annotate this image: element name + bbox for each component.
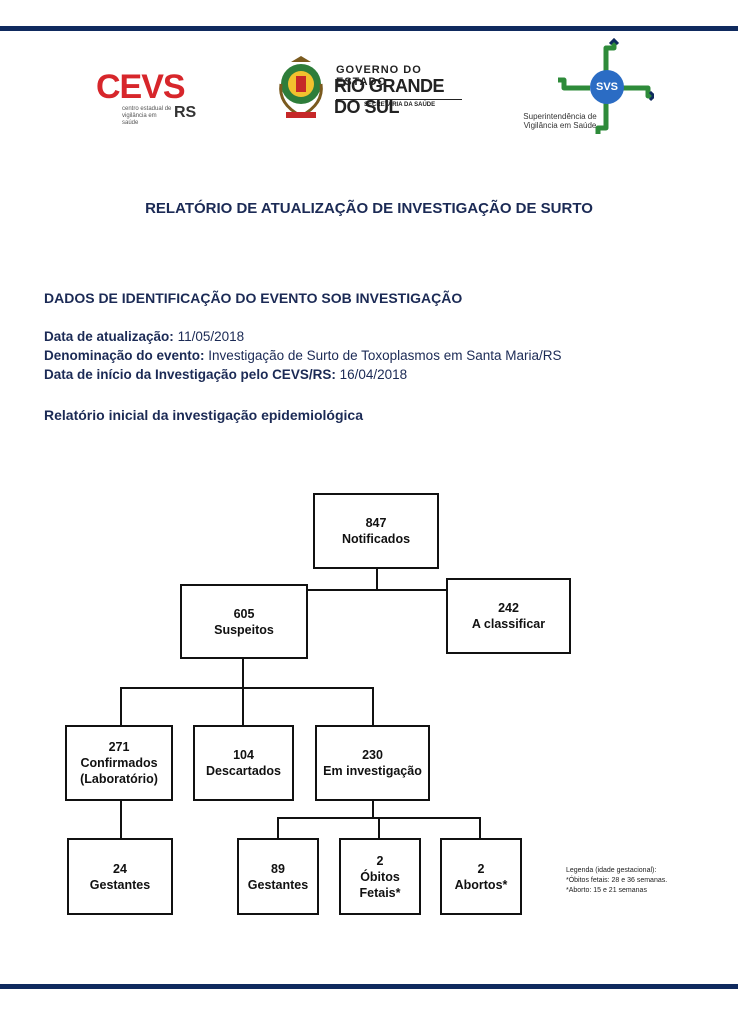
connector-line — [307, 589, 448, 591]
box-abortos: 2 Abortos* — [440, 838, 522, 915]
connector-line — [378, 817, 380, 838]
connector-line — [242, 658, 244, 688]
box-label: A classificar — [471, 617, 546, 631]
box-gestantes-investigacao: 89 Gestantes — [237, 838, 319, 915]
box-count: 104 — [233, 748, 254, 762]
svs-arrows-icon — [558, 38, 654, 134]
field-start-date: Data de início da Investigação pelo CEVS… — [44, 367, 407, 382]
box-descartados: 104 Descartados — [193, 725, 294, 801]
connector-line — [479, 817, 481, 838]
box-label: Em investigação — [323, 764, 422, 778]
svs-caption: Superintendência de Vigilância em Saúde — [523, 112, 597, 130]
box-label: Gestantes — [247, 877, 309, 892]
box-label-2: (Laboratório) — [80, 772, 158, 786]
field-label: Data de atualização: — [44, 329, 174, 344]
box-label-2: Fetais* — [359, 885, 401, 900]
gov-divider — [336, 99, 462, 100]
gov-line2: RIO GRANDE DO SUL — [334, 76, 445, 117]
box-notificados: 847 Notificados — [313, 493, 439, 569]
svs-badge: SVS — [590, 70, 624, 104]
box-count: 242 — [498, 601, 519, 615]
connector-line — [372, 687, 374, 725]
connector-line — [120, 687, 374, 689]
box-a-classificar: 242 A classificar — [446, 578, 571, 654]
connector-line — [242, 687, 244, 725]
report-subtitle: Relatório inicial da investigação epidem… — [44, 407, 363, 423]
connector-line — [277, 817, 279, 838]
legend-title: Legenda (idade gestacional): — [566, 867, 657, 874]
coat-of-arms-icon — [279, 56, 323, 118]
field-update-date: Data de atualização: 11/05/2018 — [44, 329, 244, 344]
box-count: 2 — [376, 853, 384, 868]
field-value: 11/05/2018 — [177, 329, 245, 344]
box-label: Óbitos — [360, 869, 400, 884]
box-label: Notificados — [341, 532, 411, 546]
bottom-rule — [0, 984, 738, 989]
section-heading: DADOS DE IDENTIFICAÇÃO DO EVENTO SOB INV… — [44, 290, 463, 306]
legend: Legenda (idade gestacional): *Óbitos fet… — [566, 866, 667, 896]
box-label: Confirmados — [80, 756, 158, 770]
report-title: RELATÓRIO DE ATUALIZAÇÃO DE INVESTIGAÇÃO… — [145, 200, 593, 217]
government-logo: GOVERNO DO ESTADO RIO GRANDE DO SUL SECR… — [276, 54, 466, 124]
box-count: 271 — [108, 740, 130, 754]
box-label: Gestantes — [89, 877, 151, 892]
box-count: 89 — [271, 861, 285, 876]
gov-line3: SECRETARIA DA SAÚDE — [364, 102, 436, 108]
cevs-logo-subtitle: centro estadual de vigilância em saúde — [122, 106, 172, 126]
box-label: Descartados — [205, 764, 282, 778]
legend-line-1: *Óbitos fetais: 28 e 36 semanas. — [566, 877, 668, 884]
gov-line1: GOVERNO DO ESTADO — [336, 64, 422, 88]
top-rule — [0, 26, 738, 31]
legend-line-2: *Aborto: 15 e 21 semanas — [566, 887, 647, 894]
box-count: 2 — [477, 861, 485, 876]
svs-logo: SVS Superintendência de Vigilância em Sa… — [510, 36, 670, 140]
cevs-logo: CEVS centro estadual de vigilância em sa… — [82, 64, 202, 128]
box-em-investigacao: 230 Em investigação — [315, 725, 430, 801]
connector-line — [376, 568, 378, 590]
field-label: Denominação do evento: — [44, 348, 205, 363]
cevs-logo-rs: RS — [174, 104, 197, 121]
field-value: Investigação de Surto de Toxoplasmos em … — [208, 348, 562, 363]
box-label: Abortos* — [454, 877, 508, 892]
box-label: Suspeitos — [214, 622, 274, 637]
cevs-logo-word: CEVS — [96, 68, 186, 106]
field-value: 16/04/2018 — [339, 367, 408, 382]
box-suspeitos: 605 Suspeitos — [180, 584, 308, 659]
box-count: 24 — [113, 861, 127, 876]
connector-line — [120, 800, 122, 838]
box-gestantes-confirmados: 24 Gestantes — [67, 838, 173, 915]
field-event-name: Denominação do evento: Investigação de S… — [44, 348, 562, 363]
connector-line — [372, 800, 374, 818]
box-count: 605 — [233, 606, 255, 621]
box-count: 230 — [362, 748, 383, 762]
box-count: 847 — [365, 516, 387, 530]
box-obitos-fetais: 2 Óbitos Fetais* — [339, 838, 421, 915]
field-label: Data de início da Investigação pelo CEVS… — [44, 367, 336, 382]
box-confirmados: 271 Confirmados (Laboratório) — [65, 725, 173, 801]
connector-line — [120, 687, 122, 725]
